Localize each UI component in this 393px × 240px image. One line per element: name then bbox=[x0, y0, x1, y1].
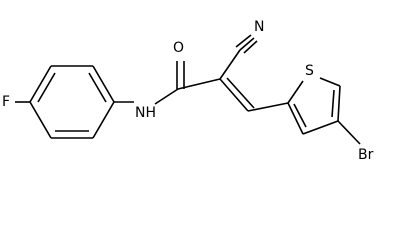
nitrogen-carbonyl-bond bbox=[154, 88, 179, 105]
amide-nh-label: NH bbox=[135, 105, 156, 121]
fluorine-label: F bbox=[2, 94, 10, 110]
thiophene-bond-c3-c2-inner bbox=[293, 103, 307, 128]
ring-bond-4 bbox=[92, 101, 115, 139]
thiophene-ring bbox=[287, 77, 341, 135]
nitrile-nitrogen-label: N bbox=[254, 19, 264, 35]
ring-inner-bond-1 bbox=[37, 72, 56, 103]
vinyl-thiophene-bond bbox=[247, 102, 289, 112]
chemical-structure-diagram: F NH O N S Br bbox=[2, 19, 374, 163]
thiophene-bond-c3-c2 bbox=[287, 102, 304, 135]
vinyl-double-bond-b bbox=[226, 77, 255, 109]
thiophene-sulfur-label: S bbox=[305, 63, 314, 79]
nitrile-triple-bond-a bbox=[239, 37, 255, 51]
thiophene-bond-c5-c4-inner bbox=[331, 89, 335, 118]
thiophene-bond-c5-c4 bbox=[337, 85, 341, 122]
fluorophenyl-ring bbox=[29, 65, 115, 139]
carbonyl-oxygen-label: O bbox=[173, 40, 184, 56]
vinyl-double-bond-a bbox=[219, 78, 249, 112]
ring-bond-3 bbox=[92, 65, 115, 103]
thiophene-bond-c4-c3 bbox=[302, 120, 339, 135]
alpha-nitrile-bond bbox=[219, 49, 241, 80]
carbon-bromine-bond bbox=[337, 120, 361, 145]
thiophene-bond-c2-s bbox=[287, 80, 304, 104]
thiophene-bond-s-c5 bbox=[319, 77, 341, 87]
bromine-label: Br bbox=[358, 147, 374, 163]
carbonyl-alpha-bond bbox=[177, 78, 221, 90]
nitrile-triple-bond-c bbox=[235, 34, 252, 48]
ring-bond-6 bbox=[29, 101, 52, 139]
nitrile-triple-bond-b bbox=[243, 40, 258, 54]
ring-inner-bond-2 bbox=[88, 72, 107, 103]
ring-bond-1 bbox=[29, 65, 52, 103]
